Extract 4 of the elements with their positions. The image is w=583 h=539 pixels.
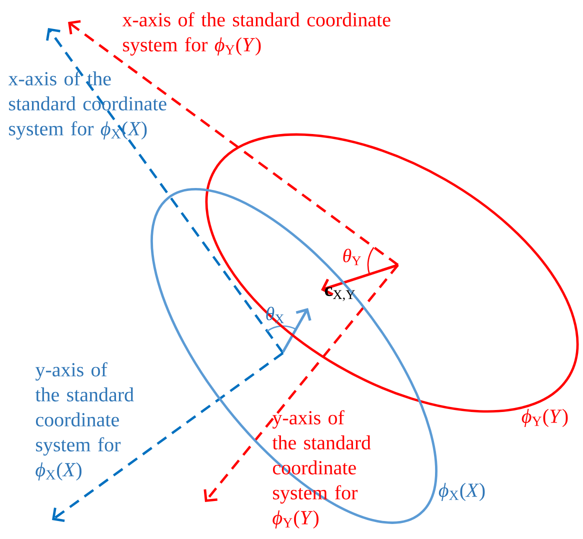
ellipse-label: ϕ$_{X}$(X)	[438, 482, 485, 502]
angle-label: θ$_{Y}$	[343, 248, 361, 266]
axis-label: x-axis of the standard coordinate system for ϕ$_{Y}$(Y)	[122, 12, 390, 56]
ellipse-label: ϕ$_{Y}$(Y)	[522, 408, 568, 428]
